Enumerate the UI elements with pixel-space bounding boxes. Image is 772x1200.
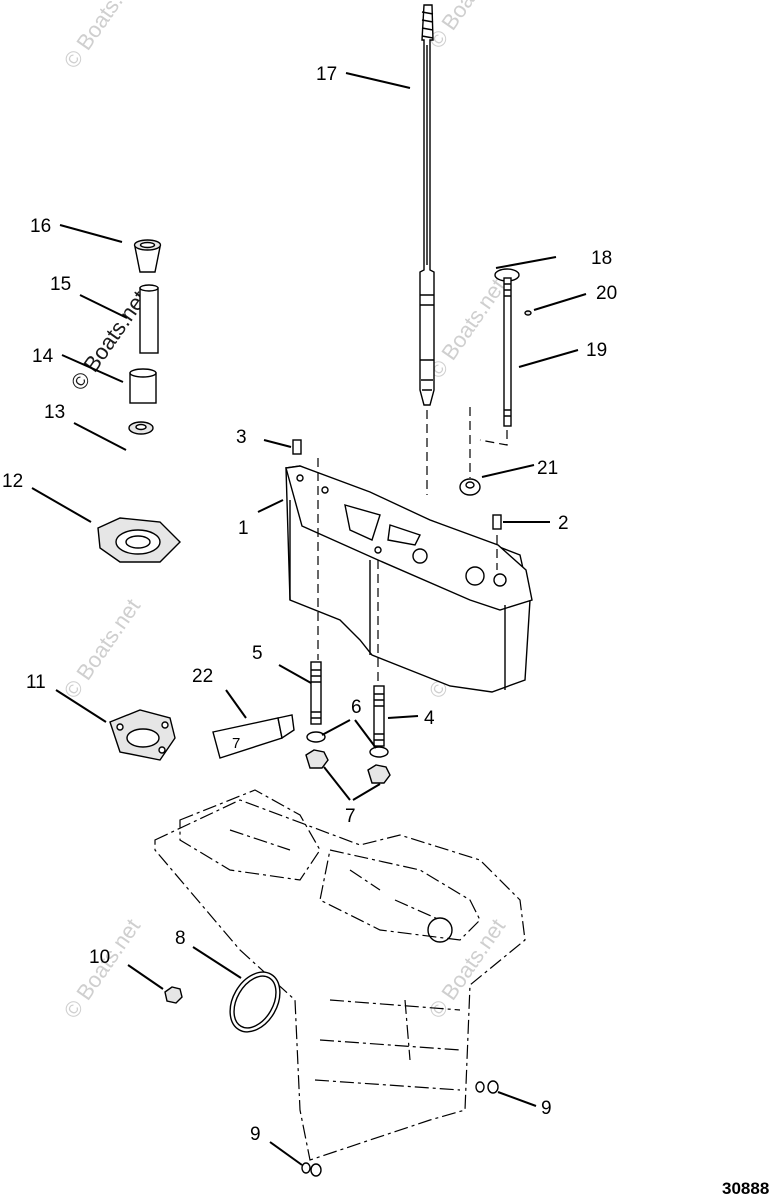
callout-4: 4 bbox=[424, 708, 435, 729]
part-7-nut bbox=[305, 749, 329, 769]
callout-15: 15 bbox=[50, 274, 71, 295]
callout-16: 16 bbox=[30, 216, 51, 237]
part-6-washer bbox=[369, 746, 389, 758]
callout-13: 13 bbox=[44, 402, 65, 423]
part-1-driveshaft-housing bbox=[285, 465, 533, 693]
callout-20: 20 bbox=[596, 283, 617, 304]
callout-17: 17 bbox=[316, 64, 337, 85]
watermark: © Boats.net bbox=[424, 274, 511, 383]
part-4-stud bbox=[373, 685, 385, 747]
diagram-reference-number: 30888 bbox=[722, 1179, 769, 1198]
watermark: © Boats.net bbox=[59, 0, 146, 73]
callout-22: 22 bbox=[192, 666, 213, 687]
callout-7: 7 bbox=[345, 806, 356, 827]
part-19-stud bbox=[503, 277, 512, 427]
part-10-nut bbox=[164, 986, 183, 1004]
callout-10: 10 bbox=[89, 947, 110, 968]
callout-6: 6 bbox=[351, 697, 362, 718]
watermark: © Boats.net bbox=[59, 594, 146, 703]
watermark: © Boats.net bbox=[424, 914, 511, 1023]
part-9-plug-washer bbox=[301, 1162, 322, 1177]
callout-numbers: 17 16 15 14 13 12 11 10 8 3 1 18 20 19 2… bbox=[2, 64, 617, 1145]
callout-5: 5 bbox=[252, 643, 263, 664]
callout-12: 12 bbox=[2, 471, 23, 492]
callout-2: 2 bbox=[558, 513, 569, 534]
callout-19: 19 bbox=[586, 340, 607, 361]
part-16-seal-cup bbox=[133, 239, 162, 273]
callout-14: 14 bbox=[32, 346, 54, 367]
part-8-o-ring bbox=[229, 971, 281, 1033]
part-20-clip bbox=[524, 310, 532, 316]
callout-1: 1 bbox=[238, 518, 249, 539]
callout-21: 21 bbox=[537, 458, 558, 479]
callout-9: 9 bbox=[541, 1098, 552, 1119]
part-5-stud bbox=[310, 661, 322, 725]
tube-label: 7 bbox=[232, 735, 240, 752]
part-21-nut bbox=[459, 478, 481, 496]
callout-11: 11 bbox=[26, 672, 46, 693]
part-11-gasket bbox=[109, 709, 176, 761]
part-12-cover-plate bbox=[97, 517, 181, 563]
part-7-nut bbox=[367, 764, 391, 784]
alignment-line-stud-19 bbox=[479, 430, 508, 446]
part-14-bushing bbox=[129, 368, 157, 404]
watermark-layer: © Boats.net © Boats.net © Boats.net © Bo… bbox=[59, 0, 511, 1023]
leader-lines bbox=[31, 72, 587, 1166]
callout-8: 8 bbox=[175, 928, 186, 949]
watermark: © Boats.net bbox=[424, 0, 511, 53]
part-13-grommet bbox=[128, 421, 154, 435]
callout-9: 9 bbox=[250, 1124, 261, 1145]
part-17-drive-shaft bbox=[419, 4, 435, 406]
part-22-sealant-tube: 7 bbox=[212, 714, 295, 759]
part-2-dowel-pin bbox=[492, 514, 502, 530]
callout-3: 3 bbox=[236, 427, 247, 448]
part-8-o-ring-inner bbox=[233, 975, 277, 1029]
part-6-washer bbox=[306, 731, 326, 743]
part-9-plug-washer bbox=[475, 1080, 499, 1094]
callout-18: 18 bbox=[591, 248, 612, 269]
part-15-tube bbox=[139, 284, 159, 354]
part-3-dowel-pin bbox=[292, 439, 302, 455]
